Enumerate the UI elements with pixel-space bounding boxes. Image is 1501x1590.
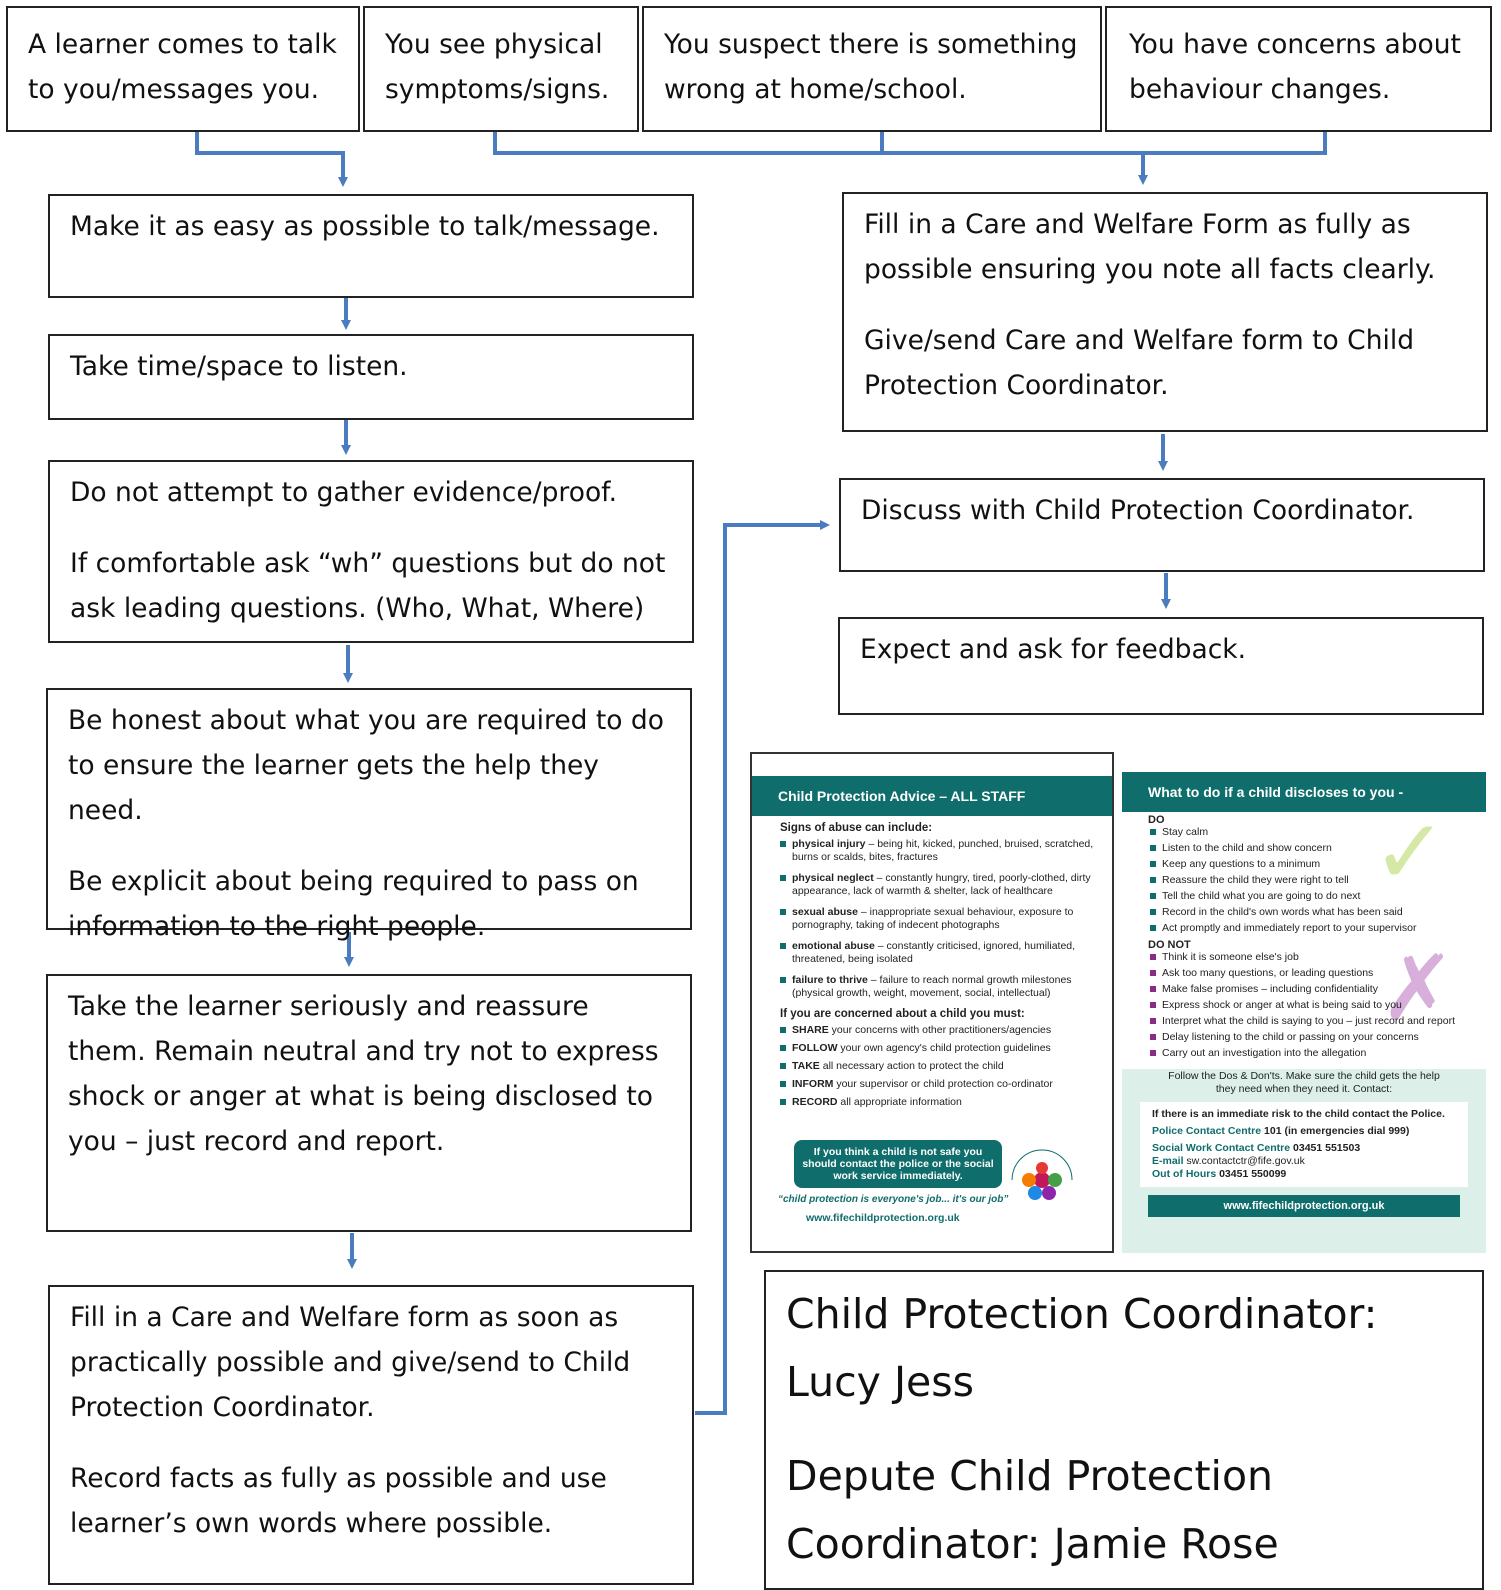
risk-text: If there is an immediate risk to the chi…	[1152, 1108, 1445, 1120]
right-step-2: Discuss with Child Protection Coordinato…	[839, 478, 1485, 572]
signs-list: physical injury – being hit, kicked, pun…	[752, 838, 1112, 1000]
step-text: Be explicit about being required to pass…	[68, 866, 639, 942]
do-not-item: Express shock or anger at what is being …	[1150, 999, 1486, 1012]
step-text: Make it as easy as possible to talk/mess…	[70, 211, 660, 242]
trigger-box-physical: You see physical symptoms/signs.	[363, 6, 639, 132]
step-text: If comfortable ask “wh” questions but do…	[70, 548, 666, 624]
step-text: Be honest about what you are required to…	[68, 705, 664, 826]
trigger-text: You suspect there is something wrong at …	[664, 29, 1078, 105]
sign-item: physical neglect – constantly hungry, ti…	[780, 872, 1112, 898]
committee-logo-icon	[1011, 1149, 1073, 1200]
must-item: INFORM your supervisor or child protecti…	[780, 1078, 1112, 1091]
checkmark-icon: ✓	[1372, 803, 1448, 903]
right-step-3: Expect and ask for feedback.	[838, 617, 1484, 715]
must-item: RECORD all appropriate information	[780, 1096, 1112, 1109]
left-step-1: Make it as easy as possible to talk/mess…	[48, 194, 694, 298]
do-not-label: DO NOT	[1148, 939, 1191, 951]
trigger-box-behaviour: You have concerns about behaviour change…	[1105, 6, 1492, 132]
left-step-6: Fill in a Care and Welfare form as soon …	[48, 1285, 694, 1585]
step-text: Fill in a Care and Welfare form as soon …	[70, 1302, 631, 1423]
poster-header: What to do if a child discloses to you -	[1122, 772, 1486, 812]
follow-text: Follow the Dos & Don'ts. Make sure the c…	[1168, 1070, 1440, 1095]
do-item: Tell the child what you are going to do …	[1150, 890, 1486, 903]
step-text: Do not attempt to gather evidence/proof.	[70, 477, 617, 508]
signs-title: Signs of abuse can include:	[780, 822, 933, 834]
left-step-5: Take the learner seriously and reassure …	[46, 974, 692, 1232]
out-of-hours-contact: Out of Hours 03451 550099	[1152, 1168, 1287, 1180]
must-item: FOLLOW your own agency's child protectio…	[780, 1042, 1112, 1055]
must-item: SHARE your concerns with other practitio…	[780, 1024, 1112, 1037]
do-item: Reassure the child they were right to te…	[1150, 874, 1486, 887]
coordinators-box: Child Protection Coordinator: Lucy Jess …	[764, 1270, 1484, 1590]
trigger-box-learner: A learner comes to talk to you/messages …	[6, 6, 360, 132]
sign-item: sexual abuse – inappropriate sexual beha…	[780, 906, 1112, 932]
depute-coordinator-line: Depute Child Protection Coordinator: Jam…	[786, 1452, 1279, 1568]
connector-concerns	[493, 132, 1327, 155]
step-text: Record facts as fully as possible and us…	[70, 1463, 607, 1539]
do-not-item: Carry out an investigation into the alle…	[1150, 1047, 1486, 1060]
left-step-2: Take time/space to listen.	[48, 334, 694, 420]
police-callout: If you think a child is not safe you sho…	[794, 1140, 1002, 1188]
contact-box: If there is an immediate risk to the chi…	[1140, 1102, 1468, 1187]
sign-item: physical injury – being hit, kicked, pun…	[780, 838, 1112, 864]
do-not-item: Delay listening to the child or passing …	[1150, 1031, 1486, 1044]
right-step-1: Fill in a Care and Welfare Form as fully…	[842, 192, 1488, 432]
left-step-3: Do not attempt to gather evidence/proof.…	[48, 460, 694, 643]
do-not-item: Make false promises – including confiden…	[1150, 983, 1486, 996]
step-text: Expect and ask for feedback.	[860, 634, 1247, 665]
cross-icon: ✗	[1380, 939, 1456, 1039]
do-not-item: Think it is someone else's job	[1150, 951, 1486, 964]
do-item: Record in the child's own words what has…	[1150, 906, 1486, 919]
poster-url: www.fifechildprotection.org.uk	[806, 1212, 960, 1224]
do-list: Stay calm Listen to the child and show c…	[1122, 826, 1486, 935]
do-item: Keep any questions to a minimum	[1150, 858, 1486, 871]
sign-item: failure to thrive – failure to reach nor…	[780, 974, 1112, 1000]
do-item: Stay calm	[1150, 826, 1486, 839]
step-text: Take time/space to listen.	[70, 351, 408, 382]
step-text: Give/send Care and Welfare form to Child…	[864, 325, 1415, 401]
poster-what-to-do: What to do if a child discloses to you -…	[1122, 752, 1486, 1253]
step-text: Discuss with Child Protection Coordinato…	[861, 495, 1415, 526]
must-title: If you are concerned about a child you m…	[780, 1008, 1025, 1020]
do-item: Act promptly and immediately report to y…	[1150, 922, 1486, 935]
trigger-text: A learner comes to talk to you/messages …	[28, 29, 337, 105]
poster-header: Child Protection Advice – ALL STAFF	[752, 776, 1112, 816]
connector-learner	[195, 132, 348, 187]
do-not-item: Ask too many questions, or leading quest…	[1150, 967, 1486, 980]
police-contact: Police Contact Centre 101 (in emergencie…	[1152, 1125, 1410, 1137]
connector-form-to-discuss	[695, 520, 830, 1415]
trigger-text: You see physical symptoms/signs.	[385, 29, 610, 105]
left-step-4: Be honest about what you are required to…	[46, 688, 692, 942]
trigger-box-suspect: You suspect there is something wrong at …	[642, 6, 1102, 132]
must-item: TAKE all necessary action to protect the…	[780, 1060, 1112, 1073]
poster-url: www.fifechildprotection.org.uk	[1148, 1195, 1460, 1217]
step-text: Take the learner seriously and reassure …	[68, 991, 659, 1157]
email-contact: E-mail sw.contactctr@fife.gov.uk	[1152, 1155, 1305, 1167]
poster-tagline: “child protection is everyone's job... i…	[778, 1194, 1009, 1205]
must-list: SHARE your concerns with other practitio…	[752, 1024, 1112, 1109]
do-not-list: Think it is someone else's job Ask too m…	[1122, 951, 1486, 1060]
trigger-text: You have concerns about behaviour change…	[1129, 29, 1461, 105]
poster-child-protection-advice: Child Protection Advice – ALL STAFF Sign…	[750, 752, 1114, 1253]
committee-logo	[1002, 1140, 1082, 1220]
do-label: DO	[1148, 814, 1165, 826]
social-work-contact: Social Work Contact Centre 03451 551503	[1152, 1142, 1361, 1154]
coordinator-line: Child Protection Coordinator: Lucy Jess	[786, 1290, 1378, 1406]
sign-item: emotional abuse – constantly criticised,…	[780, 940, 1112, 966]
do-not-item: Interpret what the child is saying to yo…	[1150, 1015, 1486, 1028]
do-item: Listen to the child and show concern	[1150, 842, 1486, 855]
step-text: Fill in a Care and Welfare Form as fully…	[864, 209, 1436, 285]
